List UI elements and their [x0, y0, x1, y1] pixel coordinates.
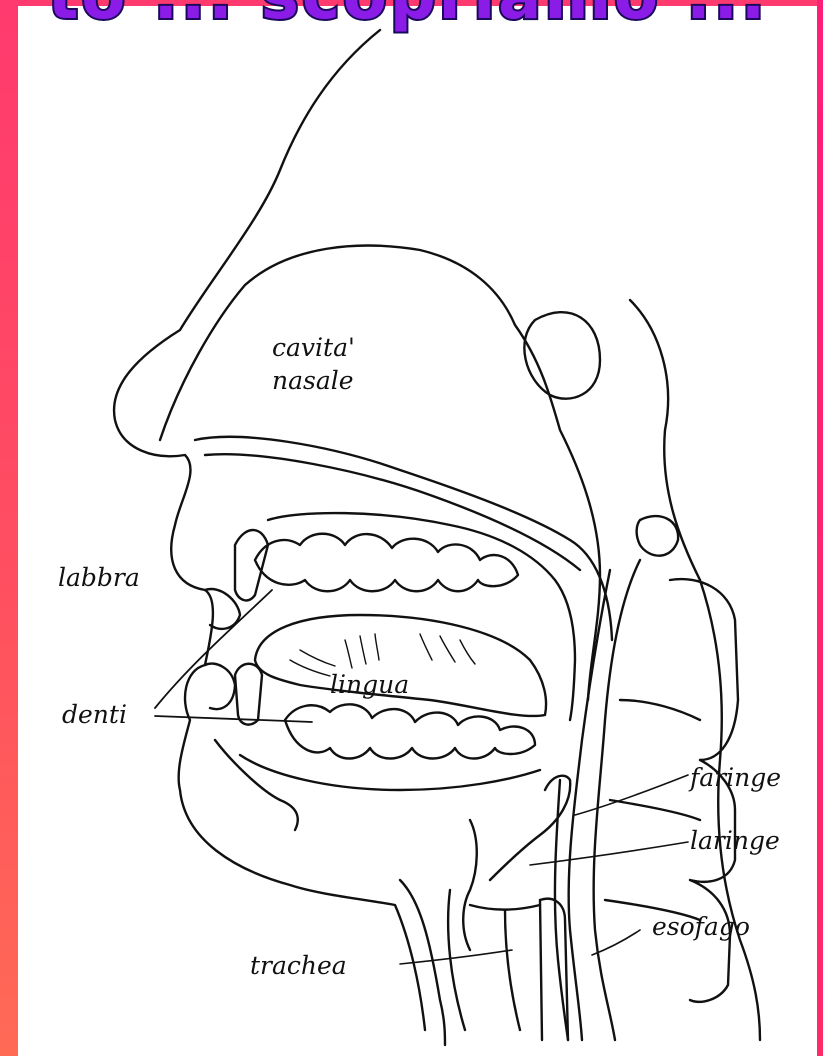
lower-gum [240, 755, 540, 790]
label-laringe: laringe [690, 828, 780, 853]
upper-teeth [255, 534, 518, 592]
esofago-leader [592, 930, 640, 955]
adenoid-shape [524, 312, 600, 399]
label-cavita: cavita' [272, 335, 355, 360]
label-trachea: trachea [250, 953, 347, 978]
label-denti: denti [62, 702, 127, 727]
lower-incisor [235, 664, 262, 725]
label-faringe: faringe [690, 765, 781, 790]
vertebra-1 [637, 516, 679, 556]
label-lingua: lingua [330, 672, 409, 697]
laringe-leader [530, 842, 688, 865]
faringe-leader [575, 775, 688, 815]
trachea-wall [448, 890, 520, 1030]
neck-front [400, 880, 445, 1045]
vertebra-lines [605, 700, 700, 920]
label-esofago: esofago [652, 914, 750, 939]
upper-incisor [235, 530, 268, 600]
face-outline [114, 30, 425, 1030]
upper-gum [268, 513, 575, 720]
label-nasale: nasale [272, 368, 354, 393]
larynx-front [463, 820, 477, 950]
label-labbra: labbra [58, 565, 140, 590]
jaw-inner [215, 740, 298, 830]
lower-lip [205, 664, 235, 710]
tongue-outline [255, 615, 546, 716]
nasal-cavity-outline [160, 246, 600, 700]
trachea-leader [400, 950, 512, 964]
palate-line [195, 437, 612, 640]
cartilage [540, 899, 568, 1040]
